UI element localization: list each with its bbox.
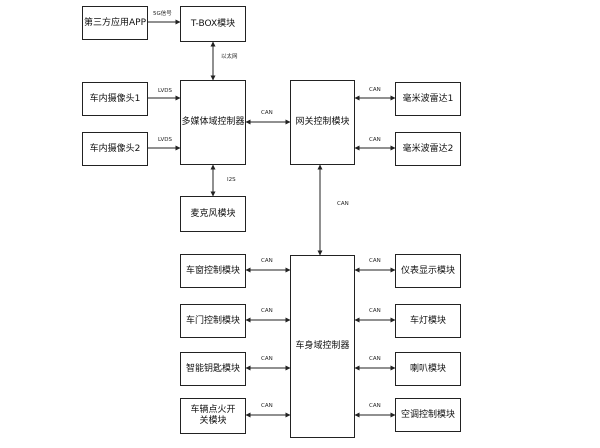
node-gateway: 网关控制模块 [290, 80, 355, 165]
edge-label-multimedia-microphone: I2S [227, 177, 236, 183]
edge-label-gateway-radar2: CAN [369, 137, 381, 143]
node-label: 车内摄像头2 [89, 143, 141, 154]
node-label: 喇叭模块 [409, 363, 446, 374]
node-body-controller: 车身域控制器 [290, 255, 355, 438]
edge-label-body-horn: CAN [369, 356, 381, 362]
node-label: 车身域控制器 [295, 341, 350, 351]
node-label: 麦克风模块 [190, 208, 236, 219]
node-label: 毫米波雷达1 [402, 93, 454, 104]
node-label: 车门控制模块 [185, 315, 240, 326]
node-label: T-BOX模块 [190, 18, 236, 29]
edge-label-ignition-body: CAN [261, 403, 273, 409]
node-ac-ctrl: 空调控制模块 [395, 398, 461, 432]
edge-label-body-ac: CAN [369, 403, 381, 409]
node-label: 车辆点火开关模块 [190, 405, 236, 426]
edge-label-key-body: CAN [261, 356, 273, 362]
node-label: 多媒体域控制器 [181, 117, 245, 127]
node-label: 智能钥匙模块 [185, 363, 240, 374]
node-ignition-switch: 车辆点火开关模块 [180, 398, 246, 434]
edge-label-door-body: CAN [261, 308, 273, 314]
edge-label-gateway-radar1: CAN [369, 87, 381, 93]
edge-label-window-body: CAN [261, 258, 273, 264]
edge-label-gateway-body: CAN [337, 201, 349, 207]
node-label: 空调控制模块 [400, 409, 455, 420]
node-cabin-camera-1: 车内摄像头1 [82, 82, 148, 116]
node-tbox: T-BOX模块 [180, 6, 246, 42]
node-horn: 喇叭模块 [395, 352, 461, 386]
node-door-ctrl: 车门控制模块 [180, 304, 246, 338]
edge-label-cam1-multimedia: LVDS [158, 88, 172, 94]
node-label: 车灯模块 [409, 315, 446, 326]
edge-label-cam2-multimedia: LVDS [158, 137, 172, 143]
node-multimedia-controller: 多媒体域控制器 [180, 80, 246, 165]
node-microphone: 麦克风模块 [180, 196, 246, 232]
node-label: 第三方应用APP [83, 17, 146, 28]
node-cabin-camera-2: 车内摄像头2 [82, 132, 148, 166]
node-lamp: 车灯模块 [395, 304, 461, 338]
node-label: 网关控制模块 [295, 117, 350, 127]
node-window-ctrl: 车窗控制模块 [180, 254, 246, 288]
edge-label-body-lamp: CAN [369, 308, 381, 314]
edge-label-body-instrument: CAN [369, 258, 381, 264]
node-mm-radar-2: 毫米波雷达2 [395, 132, 461, 166]
node-label: 毫米波雷达2 [402, 143, 454, 154]
node-third-party-app: 第三方应用APP [82, 6, 148, 40]
node-label: 车窗控制模块 [185, 265, 240, 276]
node-mm-radar-1: 毫米波雷达1 [395, 82, 461, 116]
edge-label-multimedia-gateway: CAN [261, 110, 273, 116]
edge-label-app-tbox: 5G信号 [153, 11, 172, 17]
node-instrument-display: 仪表显示模块 [395, 254, 461, 288]
node-smart-key: 智能钥匙模块 [180, 352, 246, 386]
edge-label-tbox-multimedia: 以太网 [221, 54, 238, 60]
node-label: 仪表显示模块 [400, 265, 455, 276]
node-label: 车内摄像头1 [89, 93, 141, 104]
